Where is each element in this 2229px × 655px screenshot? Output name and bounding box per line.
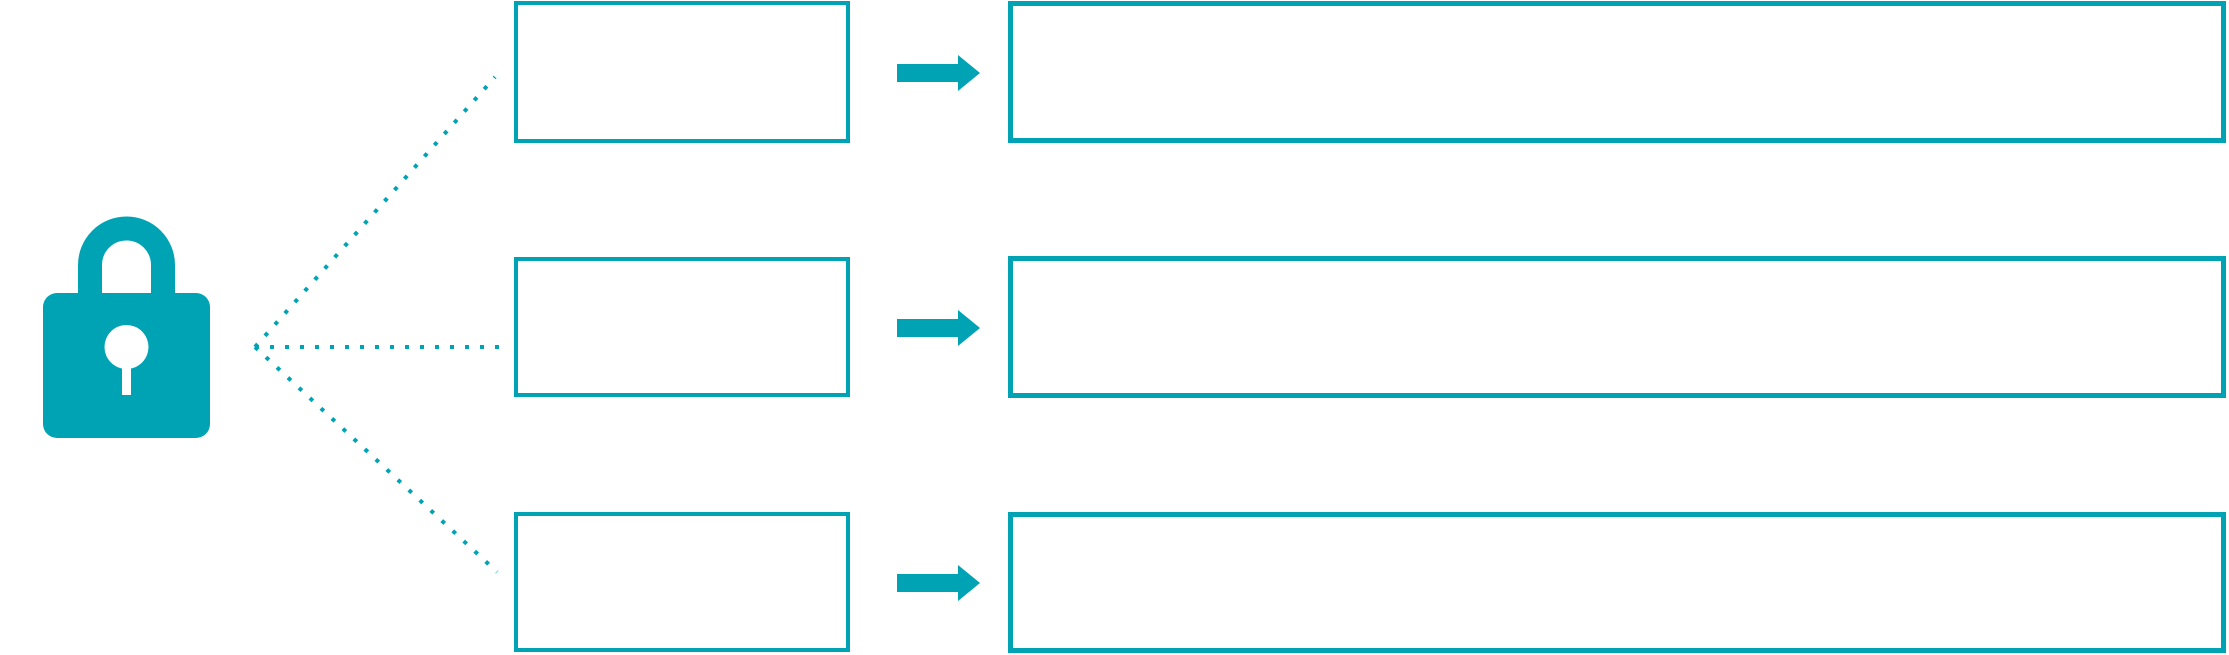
term-box-2 bbox=[514, 257, 850, 397]
arrow-right-icon bbox=[897, 310, 980, 346]
term-box-1 bbox=[514, 1, 850, 143]
arrow-right-icon bbox=[897, 565, 980, 601]
term-box-3 bbox=[514, 512, 850, 652]
lock-keyhole-stem bbox=[122, 347, 131, 395]
lock-icon bbox=[43, 216, 210, 438]
lock-shackle bbox=[78, 216, 175, 305]
dotted-connector-bottom bbox=[253, 345, 499, 574]
description-box-2 bbox=[1008, 256, 2226, 398]
description-box-1 bbox=[1008, 1, 2226, 143]
dotted-connector-top bbox=[253, 75, 497, 349]
arrow-right-icon bbox=[897, 55, 980, 91]
description-box-3 bbox=[1008, 512, 2226, 653]
